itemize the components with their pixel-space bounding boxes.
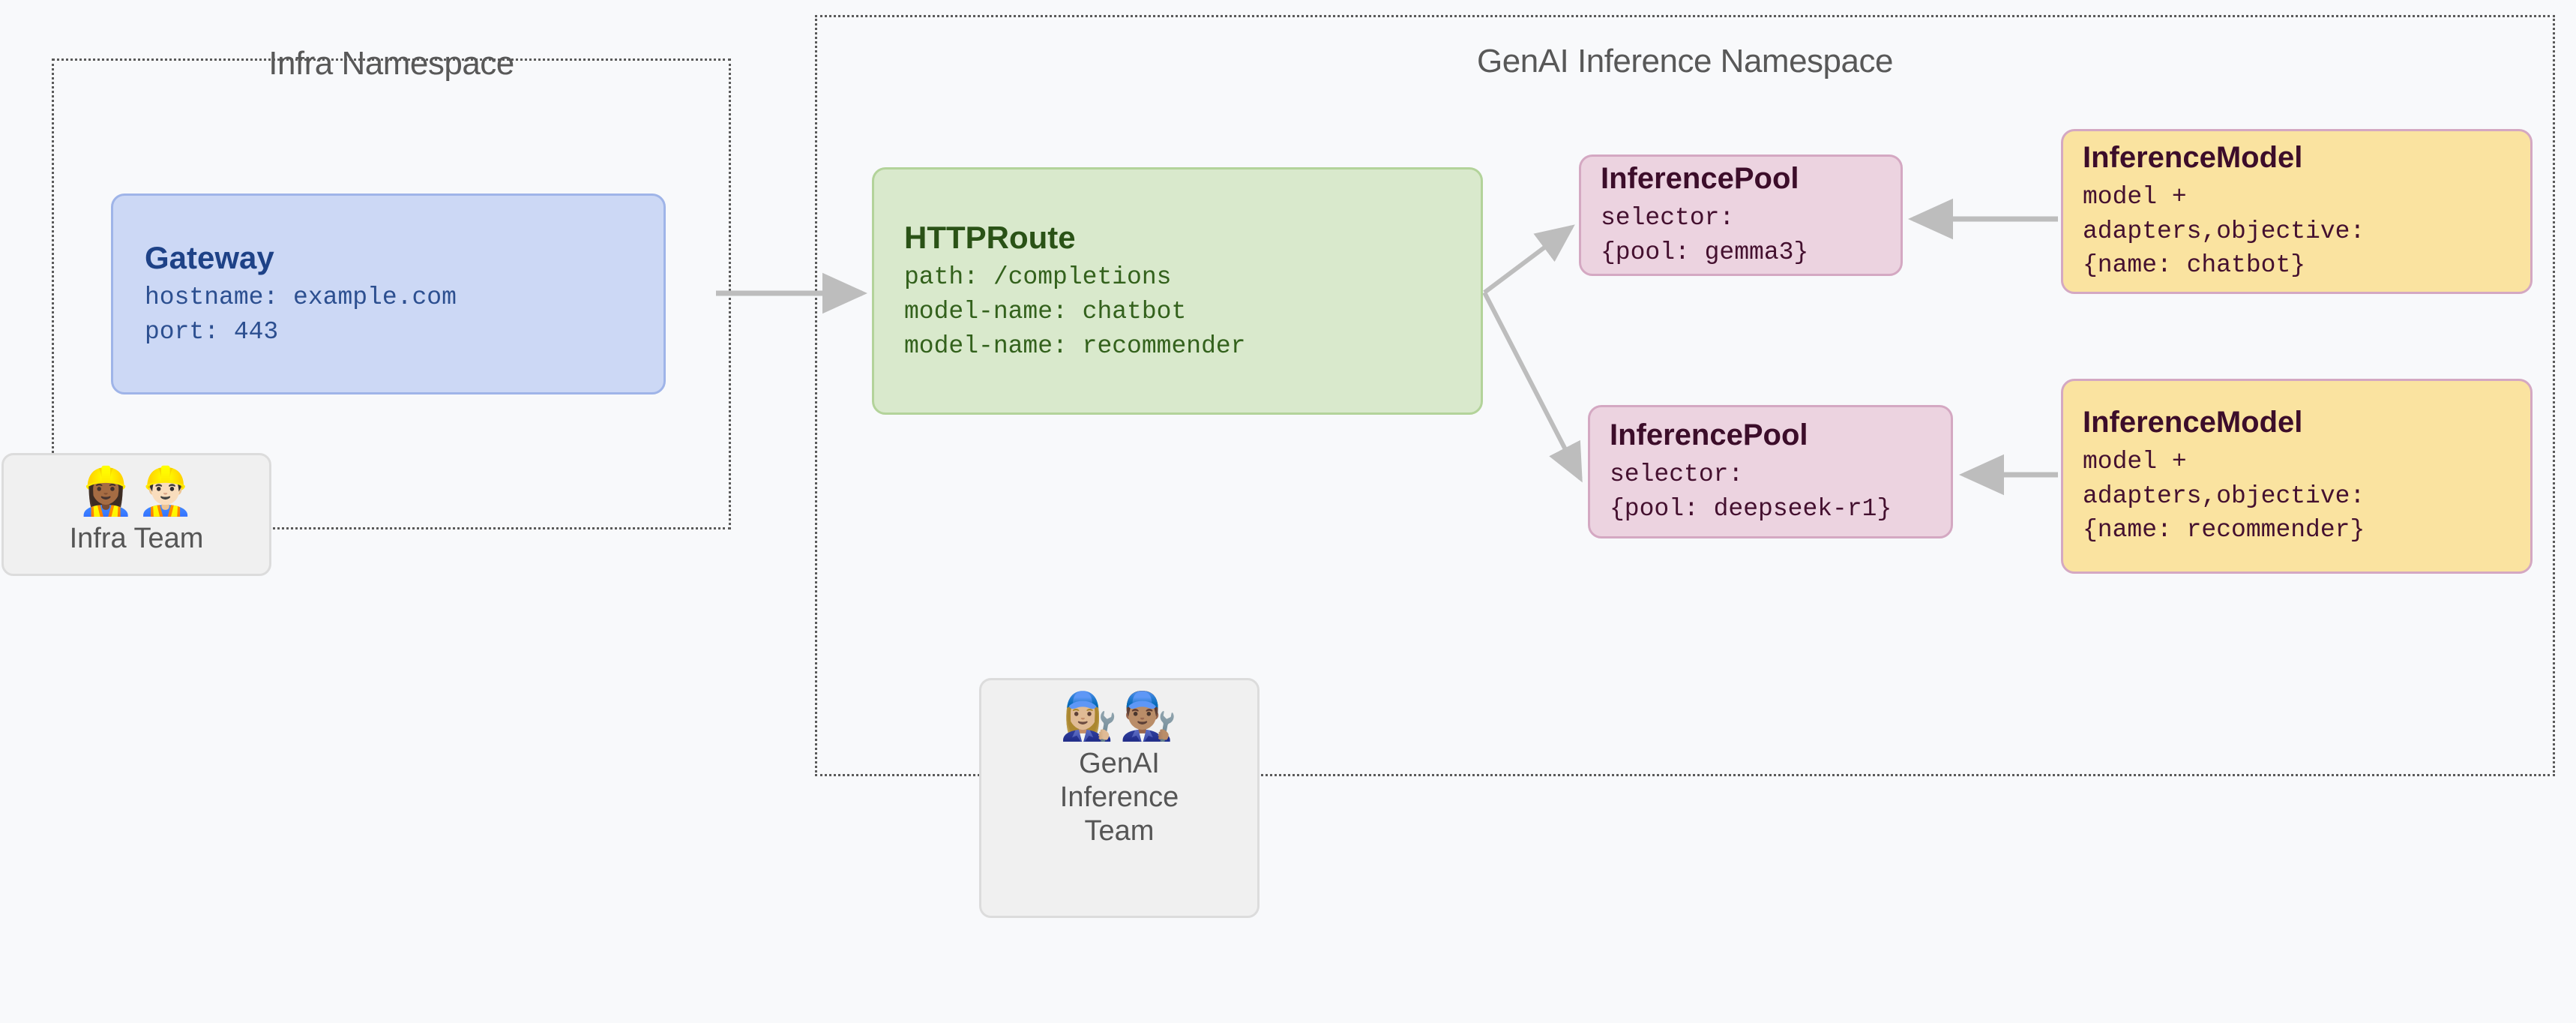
node-httproute-line-model-name-recommender: model-name: recommender: [904, 332, 1246, 360]
node-gateway-title: Gateway: [145, 239, 274, 275]
node-inferencepool-gemma3-line-selector: selector:: [1601, 204, 1735, 232]
team-card-genai-inference[interactable]: 👩🏼‍🔧👨🏽‍🔧 GenAI Inference Team: [979, 678, 1260, 918]
node-gateway-line-hostname: hostname: example.com: [145, 284, 457, 312]
node-inferencemodel-recommender[interactable]: InferenceModel model + adapters,objectiv…: [2061, 379, 2533, 574]
node-inferencepool-gemma3-line-pool: {pool: gemma3}: [1601, 238, 1809, 266]
node-httproute[interactable]: HTTPRoute path: /completions model-name:…: [872, 167, 1483, 415]
node-inferencemodel-recommender-line-model: model +: [2083, 448, 2187, 476]
node-inferencemodel-chatbot-line-model: model +: [2083, 183, 2187, 212]
node-inferencepool-gemma3-title: InferencePool: [1601, 161, 1799, 195]
node-gateway-line-port: port: 443: [145, 317, 279, 346]
node-httproute-title: HTTPRoute: [904, 219, 1076, 255]
node-inferencemodel-recommender-title: InferenceModel: [2083, 406, 2303, 440]
team-card-genai-inference-label: GenAI Inference Team: [1059, 748, 1179, 848]
team-card-infra-label: Infra Team: [69, 523, 204, 555]
node-inferencemodel-chatbot-line-adapters: adapters,objective:: [2083, 217, 2365, 245]
node-inferencepool-deepseek-r1-line-pool: {pool: deepseek-r1}: [1610, 494, 1892, 523]
node-inferencepool-deepseek-r1-line-selector: selector:: [1610, 460, 1744, 489]
node-inferencemodel-recommender-line-name: {name: recommender}: [2083, 516, 2365, 544]
node-inferencepool-deepseek-r1[interactable]: InferencePool selector: {pool: deepseek-…: [1588, 405, 1953, 538]
namespace-genai: [815, 15, 2555, 776]
mechanic-icon: 👩🏼‍🔧👨🏽‍🔧: [1059, 691, 1179, 742]
node-inferencemodel-recommender-line-adapters: adapters,objective:: [2083, 482, 2365, 510]
node-inferencepool-gemma3[interactable]: InferencePool selector: {pool: gemma3}: [1579, 154, 1903, 276]
node-gateway[interactable]: Gateway hostname: example.com port: 443: [111, 194, 666, 394]
construction-worker-icon: 👷🏾‍♀️👷🏻‍♂️: [76, 466, 196, 518]
node-httproute-line-path: path: /completions: [904, 263, 1172, 292]
node-inferencemodel-chatbot-title: InferenceModel: [2083, 141, 2303, 175]
node-inferencemodel-chatbot[interactable]: InferenceModel model + adapters,objectiv…: [2061, 129, 2533, 294]
team-card-infra[interactable]: 👷🏾‍♀️👷🏻‍♂️ Infra Team: [1, 453, 271, 576]
node-inferencepool-deepseek-r1-title: InferencePool: [1610, 418, 1808, 452]
node-inferencemodel-chatbot-line-name: {name: chatbot}: [2083, 251, 2306, 280]
namespace-infra-title: Infra Namespace: [268, 45, 514, 82]
node-httproute-line-model-name-chatbot: model-name: chatbot: [904, 298, 1187, 326]
namespace-genai-title: GenAI Inference Namespace: [1477, 43, 1893, 80]
